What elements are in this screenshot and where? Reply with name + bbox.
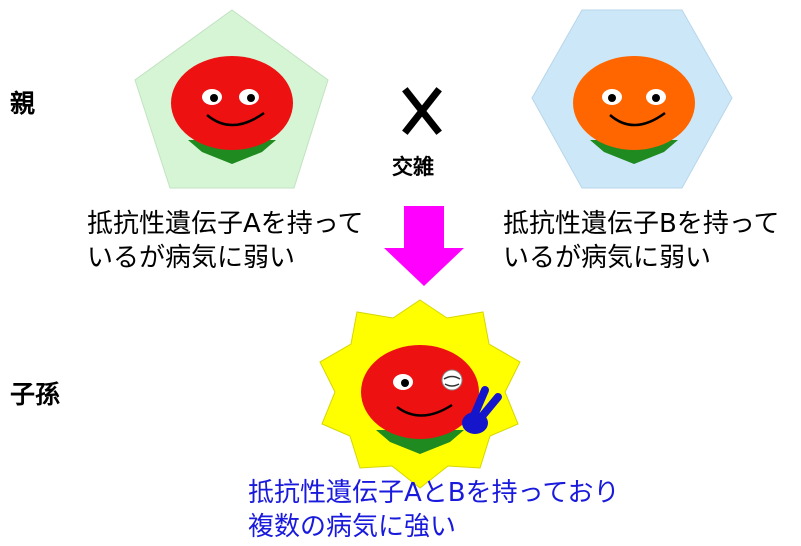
offspring-tomato-face [361,345,479,439]
down-arrow-icon [384,206,464,286]
parent-b-left-pupil [608,94,616,102]
parent-b-right-pupil [652,94,660,102]
parent-a-smile-icon [206,111,265,127]
parent-a-left-pupil [210,94,218,102]
parent-a-right-pupil [247,94,255,102]
offspring-winking-eye-icon [441,369,463,391]
cross-icon [402,87,442,135]
peace-sign-hand-icon [462,386,502,434]
parent-b-description-line1: 抵抗性遺伝子Bを持って [503,209,780,239]
parent-a-description-line2: いるが病気に弱い [87,243,296,273]
offspring-description-line1: 抵抗性遺伝子AとBを持っており [248,478,620,508]
offspring-left-pupil [401,379,409,387]
cross-label: 交雑 [392,155,434,179]
parent-a-description: 抵抗性遺伝子Aを持って いるが病気に弱い [87,207,364,275]
offspring-description: 抵抗性遺伝子AとBを持っており 複数の病気に強い [248,476,620,544]
offspring-leaf-icon [376,430,464,454]
offspring-smile-icon [396,403,453,417]
offspring-description-line2: 複数の病気に強い [248,512,457,542]
offspring-figure [319,299,521,489]
parent-b-description: 抵抗性遺伝子Bを持って いるが病気に弱い [503,207,780,275]
parent-b-figure [531,9,733,189]
parent-b-tomato-face [573,56,695,150]
parent-b-smile-icon [609,111,666,127]
parents-label: 親 [10,89,36,118]
parent-a-tomato-face [171,56,293,150]
parent-a-description-line1: 抵抗性遺伝子Aを持って [87,209,364,239]
parent-a-figure [134,9,329,189]
offspring-label: 子孫 [10,380,61,409]
parent-b-description-line2: いるが病気に弱い [503,243,712,273]
